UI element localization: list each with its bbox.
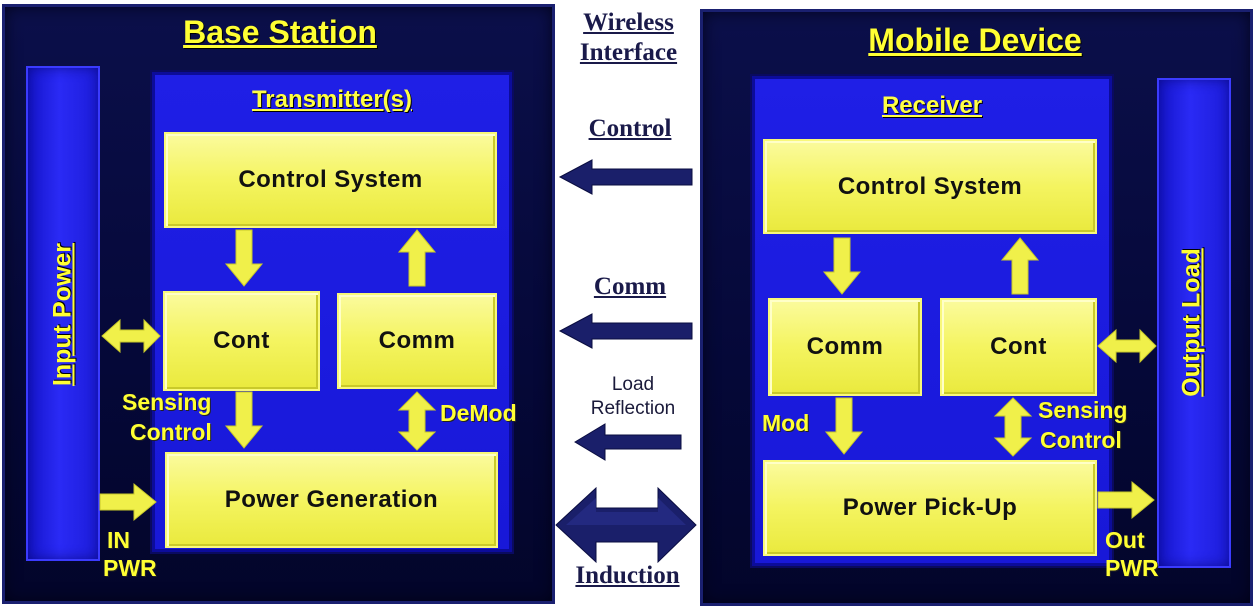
- wireless-title-line1: Wireless: [583, 9, 674, 36]
- control-arrow: [558, 159, 693, 195]
- tx-comm-block: Comm: [337, 293, 497, 389]
- input-power-column: [26, 66, 100, 561]
- rx-cont-block: Cont: [940, 298, 1097, 396]
- rx-sensing-double-arrow: [993, 397, 1033, 457]
- output-load-column: [1157, 78, 1231, 568]
- receiver-title: Receiver: [881, 92, 983, 119]
- rx-comm-label: Comm: [806, 333, 884, 360]
- out-pwr-label: PWR: [1105, 555, 1159, 581]
- mod-label: Mod: [762, 410, 810, 436]
- tx-control-label: Control: [130, 419, 212, 445]
- rx-comm-block: Comm: [768, 298, 922, 396]
- in-pwr-label: PWR: [103, 555, 157, 581]
- tx-control-system-label: Control System: [238, 166, 423, 193]
- induction-label: Induction: [575, 562, 680, 589]
- rx-cont-label: Cont: [990, 333, 1047, 360]
- tx-cont-block: Cont: [163, 291, 320, 391]
- rx-control-system-block: Control System: [763, 139, 1097, 234]
- induction-double-arrow: [555, 486, 697, 564]
- tx-control-system-block: Control System: [164, 132, 497, 228]
- comm-arrow: [558, 313, 693, 349]
- comm-channel-label: Comm: [593, 273, 667, 300]
- base-station-title: Base Station: [183, 14, 377, 50]
- load-label-line2: Reflection: [590, 398, 676, 419]
- in-pwr-arrow: [99, 482, 157, 522]
- input-power-label: Input Power: [48, 242, 77, 387]
- tx-cont-label: Cont: [213, 327, 270, 354]
- rx-control-system-label: Control System: [837, 172, 1023, 200]
- tx-down-arrow-2: [224, 391, 264, 449]
- rx-down-arrow-1: [822, 237, 862, 295]
- rx-power-pickup-block: Power Pick-Up: [763, 460, 1097, 556]
- load-reflection-arrow: [574, 423, 682, 461]
- cont-output-double-arrow: [1097, 328, 1157, 364]
- demod-label: DeMod: [440, 400, 517, 426]
- rx-up-arrow: [1000, 237, 1040, 295]
- demod-double-arrow: [397, 391, 437, 451]
- output-load-label: Output Load: [1177, 248, 1206, 397]
- mod-down-arrow: [824, 397, 864, 455]
- wireless-interface-title: Wireless Interface: [556, 8, 701, 68]
- control-channel-label: Control: [588, 115, 672, 142]
- transmitter-title: Transmitter(s): [251, 86, 413, 113]
- tx-comm-label: Comm: [378, 327, 456, 354]
- out-label: Out: [1105, 527, 1145, 553]
- in-label: IN: [107, 527, 130, 553]
- input-cont-double-arrow: [101, 318, 161, 354]
- tx-power-generation-label: Power Generation: [224, 486, 439, 513]
- rx-control-label: Control: [1040, 427, 1122, 453]
- tx-sensing-label: Sensing: [122, 389, 212, 415]
- rx-sensing-label: Sensing: [1038, 397, 1128, 423]
- rx-power-pickup-label: Power Pick-Up: [842, 494, 1018, 521]
- tx-down-arrow-1: [224, 229, 264, 287]
- wireless-title-line2: Interface: [579, 39, 678, 66]
- tx-up-arrow: [397, 229, 437, 287]
- out-pwr-arrow: [1097, 480, 1155, 520]
- load-reflection-label: Load Reflection: [568, 373, 698, 421]
- mobile-device-title: Mobile Device: [868, 22, 1082, 58]
- load-label-line1: Load: [611, 374, 655, 395]
- tx-power-generation-block: Power Generation: [165, 452, 498, 548]
